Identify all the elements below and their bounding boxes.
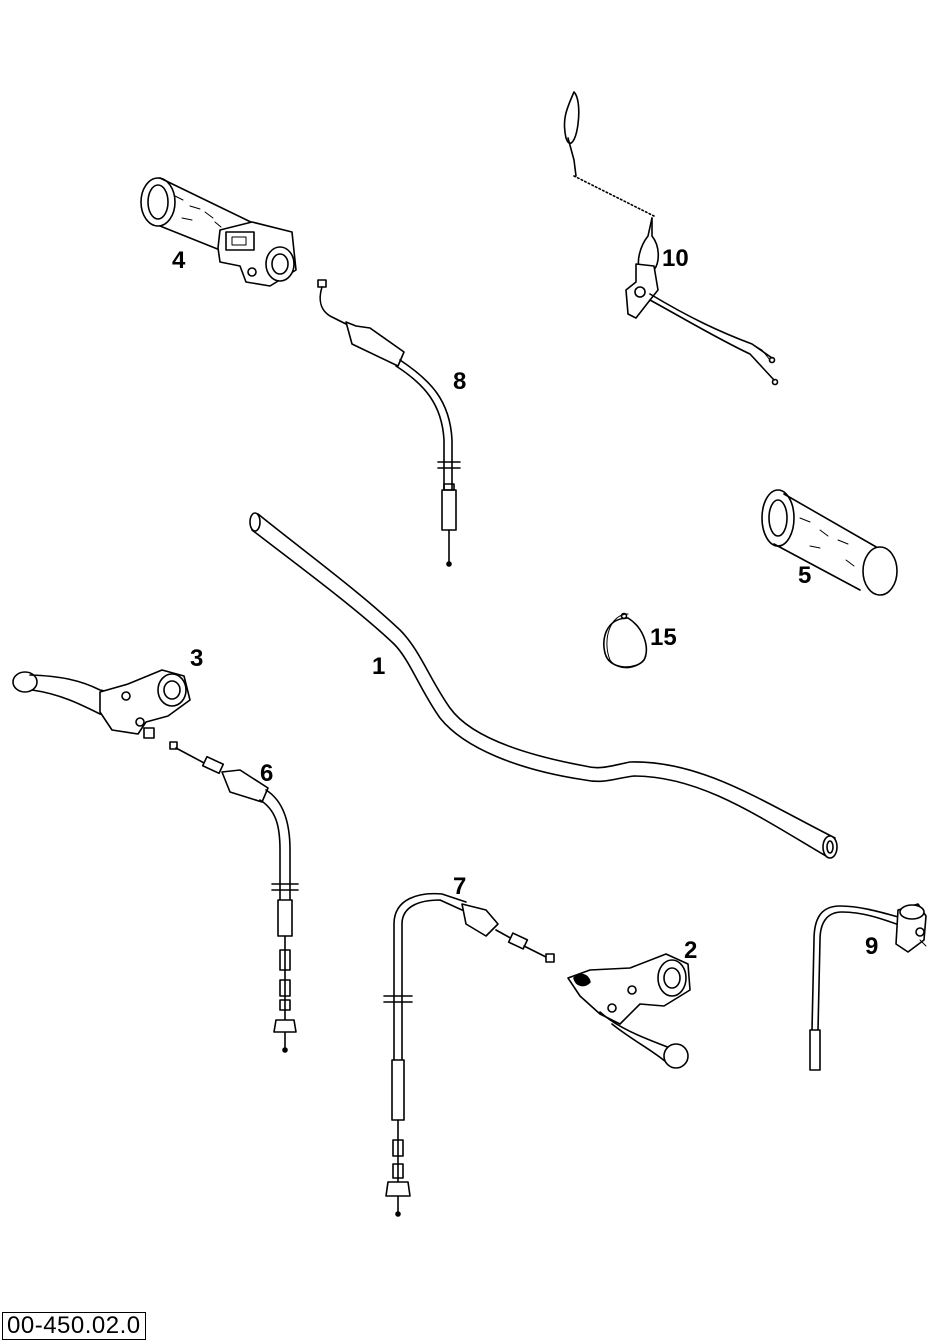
callout-brake-lever: 2 — [684, 937, 697, 964]
callout-handlebar: 1 — [372, 653, 385, 680]
clutch-lever-part — [12, 669, 191, 739]
callout-cable-strap: 15 — [650, 624, 677, 651]
throttle-grip-part — [140, 177, 297, 287]
callout-clutch-lever: 3 — [190, 645, 203, 672]
callout-brake-cable: 7 — [453, 873, 466, 900]
diagram-reference-code: 00-450.02.0 — [2, 1312, 146, 1340]
throttle-cable-part — [317, 279, 461, 567]
callout-throttle-grip: 4 — [172, 247, 186, 274]
brake-cable-part — [383, 892, 555, 1217]
callout-left-grip: 5 — [798, 562, 811, 589]
left-grip-part — [761, 489, 898, 596]
kill-switch-part — [809, 903, 927, 1071]
clutch-cable-part — [169, 741, 299, 1053]
callout-emergency-stop-switch: 10 — [662, 245, 689, 272]
callout-throttle-cable: 8 — [453, 368, 466, 395]
emergency-stop-switch-part — [563, 91, 779, 386]
callout-clutch-cable: 6 — [260, 760, 273, 787]
handlebar-part — [249, 512, 838, 859]
cable-strap-part — [603, 612, 648, 669]
callout-kill-switch: 9 — [865, 933, 878, 960]
brake-lever-part — [567, 953, 691, 1069]
